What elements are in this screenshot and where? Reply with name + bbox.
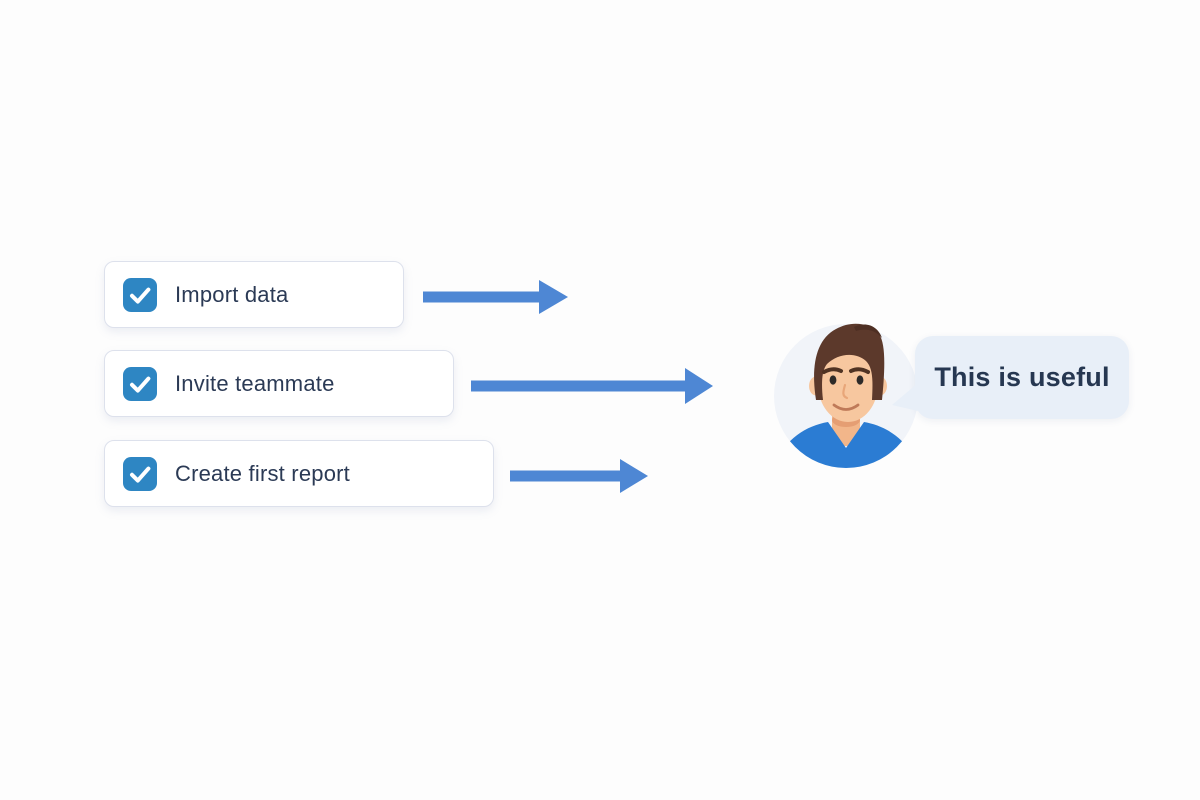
avatar-mouth — [832, 403, 860, 411]
arrow-right-icon — [510, 459, 648, 493]
avatar-face — [818, 346, 878, 422]
speech-bubble-text: This is useful — [934, 362, 1110, 392]
checklist-item-label: Invite teammate — [175, 370, 335, 396]
arrow-right-icon — [423, 280, 568, 314]
checklist-item-create-first-report[interactable]: Create first report — [104, 440, 494, 507]
man-avatar-illustration — [770, 318, 925, 473]
checkbox-checked-icon[interactable] — [123, 456, 157, 491]
avatar-eyebrow-right — [849, 367, 870, 374]
avatar-eye-left — [829, 375, 837, 385]
avatar-nose — [842, 383, 849, 400]
checklist-item-label: Import data — [175, 281, 289, 307]
speech-bubble: This is useful — [892, 336, 1129, 419]
arrow-right-icon — [471, 368, 713, 404]
checklist-item-import-data[interactable]: Import data — [104, 261, 404, 328]
avatar-hair — [814, 323, 885, 400]
checklist-item-label: Create first report — [175, 460, 350, 486]
checkbox-checked-icon[interactable] — [123, 366, 157, 401]
checkbox-checked-icon[interactable] — [123, 277, 157, 312]
checklist-item-invite-teammate[interactable]: Invite teammate — [104, 350, 454, 417]
avatar-eyebrow-left — [822, 367, 843, 374]
speech-bubble-tail-icon — [892, 383, 918, 411]
avatar-hair-swoosh — [854, 324, 882, 338]
avatar-eye-right — [856, 375, 864, 385]
